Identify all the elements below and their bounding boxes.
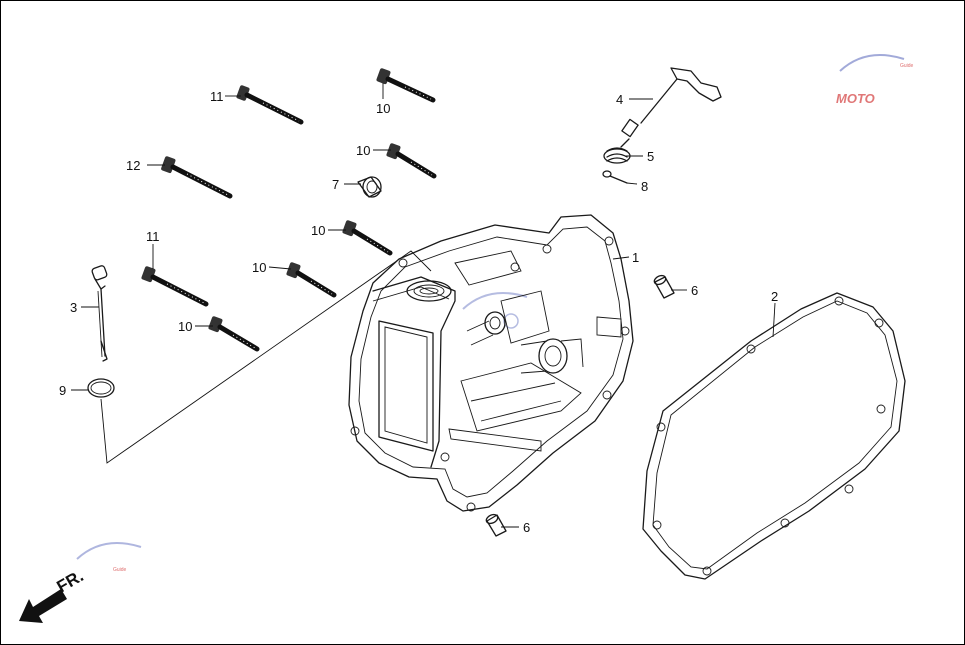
bolt-12 xyxy=(161,156,233,199)
callout-10-top: 10 xyxy=(376,101,390,116)
bolt-10-second xyxy=(386,143,437,179)
shift-lever-4 xyxy=(621,67,722,138)
watermark-top-right: MOTO Guide xyxy=(836,54,914,106)
assembly-line-o-ring xyxy=(100,250,432,464)
callout-10-left: 10 xyxy=(252,260,266,275)
callout-8: 8 xyxy=(641,179,648,194)
watermark-text: MOTO xyxy=(836,91,875,106)
callout-4: 4 xyxy=(616,92,623,107)
callout-3: 3 xyxy=(70,300,77,315)
gasket-2 xyxy=(642,292,906,580)
front-arrow-icon xyxy=(19,589,67,623)
pin-8 xyxy=(602,170,628,184)
bolt-11-upper xyxy=(236,85,304,125)
callout-11-upper: 11 xyxy=(210,89,224,104)
callout-5: 5 xyxy=(647,149,654,164)
callout-1: 1 xyxy=(632,250,639,265)
callout-6-upper: 6 xyxy=(691,283,698,298)
watermark-sub-2: Guide xyxy=(113,567,127,573)
crankcase-cover-1 xyxy=(348,214,634,512)
callout-7: 7 xyxy=(332,177,339,192)
callout-9: 9 xyxy=(59,383,66,398)
leader-lines xyxy=(71,83,776,528)
bolt-10-left xyxy=(286,262,337,298)
watermark-center xyxy=(462,292,528,329)
watermark-bottom-left: Guide xyxy=(76,542,142,573)
bolt-11-lower xyxy=(141,266,209,307)
collar-7 xyxy=(357,176,382,198)
callout-6-lower: 6 xyxy=(523,520,530,535)
callout-labels: 11 10 12 10 7 10 11 10 3 10 9 4 5 8 1 6 … xyxy=(59,89,778,535)
front-direction-indicator: FR. xyxy=(19,566,87,623)
bolt-10-top xyxy=(376,68,436,103)
bolt-10-middle xyxy=(342,220,393,256)
callout-12: 12 xyxy=(126,158,140,173)
callout-11-lower: 11 xyxy=(146,229,160,244)
spring-5 xyxy=(603,138,631,164)
callout-10-bottom: 10 xyxy=(178,319,192,334)
watermark-sub: Guide xyxy=(900,63,914,69)
dipstick-3 xyxy=(91,265,108,362)
callout-10-second: 10 xyxy=(356,143,370,158)
bolt-10-bottom xyxy=(208,316,260,352)
callout-10-middle: 10 xyxy=(311,223,325,238)
o-ring-9 xyxy=(87,378,115,398)
callout-2: 2 xyxy=(771,289,778,304)
dowel-pin-6-lower xyxy=(485,513,507,537)
dowel-pin-6-upper xyxy=(653,274,675,299)
